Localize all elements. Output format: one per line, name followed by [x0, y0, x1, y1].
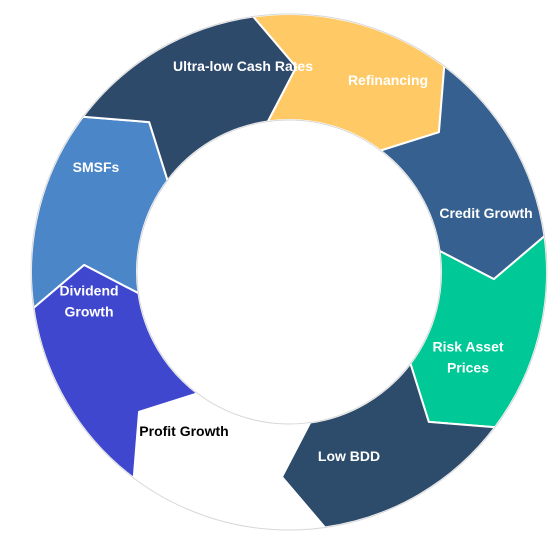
label-smsfs: SMSFs: [73, 159, 120, 175]
label-low-bdd: Low BDD: [318, 448, 380, 464]
label-line: Prices: [447, 360, 489, 376]
label-line: Dividend: [59, 283, 118, 299]
label-line: Low BDD: [318, 448, 380, 464]
label-line: Growth: [65, 304, 114, 320]
label-profit-growth: Profit Growth: [139, 423, 228, 439]
label-line: Refinancing: [348, 72, 428, 88]
cycle-segments: [30, 13, 548, 531]
label-line: SMSFs: [73, 159, 120, 175]
label-line: Risk Asset: [432, 339, 503, 355]
label-ultra-low-cash-rates: Ultra-low Cash Rates: [173, 58, 313, 74]
label-line: Profit Growth: [139, 423, 228, 439]
label-refinancing: Refinancing: [348, 72, 428, 88]
ring-outline: [30, 13, 548, 531]
label-credit-growth: Credit Growth: [439, 205, 532, 221]
label-line: Ultra-low Cash Rates: [173, 58, 313, 74]
label-line: Credit Growth: [439, 205, 532, 221]
